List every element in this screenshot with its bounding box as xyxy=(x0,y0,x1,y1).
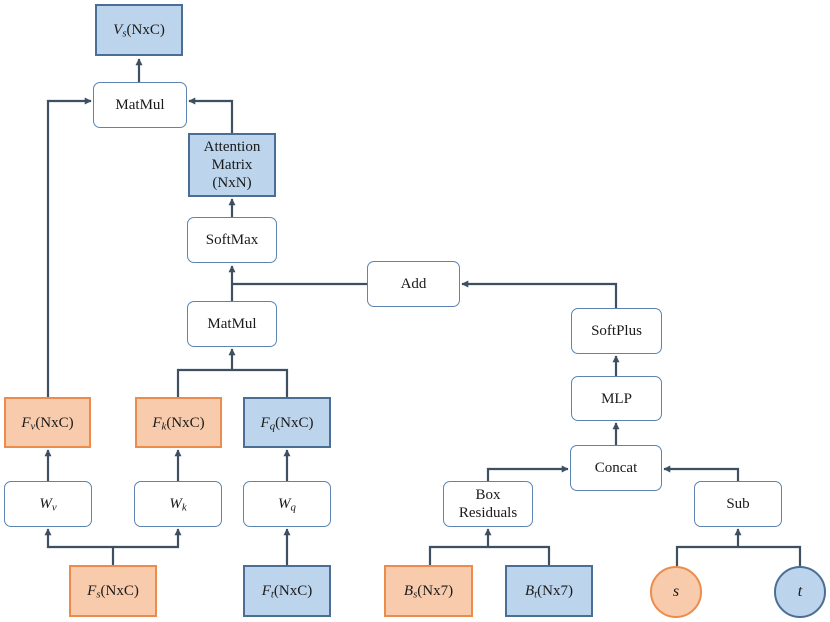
edge-fk-fq-to-matmul xyxy=(176,368,289,397)
vs-output-node: Vs(NxC) xyxy=(95,4,183,56)
matmul-mid-node: MatMul xyxy=(187,301,277,347)
vs-symbol: V xyxy=(113,22,123,38)
wq-subscript: q xyxy=(290,501,296,514)
box-residuals-label: Box Residuals xyxy=(458,487,518,521)
sub-node: Sub xyxy=(694,481,782,527)
wk-node: Wk xyxy=(134,481,222,527)
ft-shape: (NxC) xyxy=(273,583,313,599)
edge-attention-to-matmul xyxy=(188,97,234,133)
bs-symbol: B xyxy=(403,583,414,599)
concat-label: Concat xyxy=(594,460,638,476)
softplus-label: SoftPlus xyxy=(591,323,642,339)
fs-symbol: F xyxy=(87,583,97,599)
bt-input-node: Bt(Nx7) xyxy=(505,565,593,617)
wq-node: Wq xyxy=(243,481,331,527)
wk-subscript: k xyxy=(181,501,187,514)
fs-input-node: Fs(NxC) xyxy=(69,565,157,617)
box-residuals-node: Box Residuals xyxy=(443,481,533,527)
attention-matrix-node: Attention Matrix (NxN) xyxy=(188,133,276,197)
matmul-top-node: MatMul xyxy=(93,82,187,128)
wq-symbol: W xyxy=(278,496,291,512)
bs-shape: (Nx7) xyxy=(417,583,454,599)
s-label: s xyxy=(672,583,680,601)
bt-shape: (Nx7) xyxy=(537,583,573,599)
matmul-top-label: MatMul xyxy=(115,97,165,113)
fk-subscript: k xyxy=(161,420,167,433)
t-input-circle: t xyxy=(774,566,826,618)
vs-shape: (NxC) xyxy=(126,22,165,38)
edge-s-t-join xyxy=(675,545,802,566)
fv-node: Fv(NxC) xyxy=(4,397,91,448)
fq-shape: (NxC) xyxy=(275,414,314,431)
s-input-circle: s xyxy=(650,566,702,618)
fv-shape: (NxC) xyxy=(35,414,74,431)
matmul-mid-label: MatMul xyxy=(207,316,257,332)
ft-subscript: t xyxy=(270,588,274,601)
ft-input-node: Ft(NxC) xyxy=(243,565,331,617)
add-label: Add xyxy=(400,276,427,292)
fq-symbol: F xyxy=(260,414,270,431)
edge-fs-split xyxy=(44,528,115,565)
edge-fv-to-matmul xyxy=(46,97,92,397)
fk-shape: (NxC) xyxy=(166,414,205,431)
bt-symbol: B xyxy=(525,583,535,599)
fv-symbol: F xyxy=(21,414,31,431)
mlp-label: MLP xyxy=(601,390,632,407)
wv-node: Wv xyxy=(4,481,92,527)
bt-subscript: t xyxy=(534,588,538,601)
fq-node: Fq(NxC) xyxy=(243,397,331,448)
wk-symbol: W xyxy=(169,496,182,512)
softmax-node: SoftMax xyxy=(187,217,277,263)
softplus-node: SoftPlus xyxy=(571,308,662,354)
fs-subscript: s xyxy=(96,588,101,601)
bs-input-node: Bs(Nx7) xyxy=(384,565,473,617)
mlp-node: MLP xyxy=(571,376,662,421)
wv-symbol: W xyxy=(39,496,52,512)
vs-subscript: s xyxy=(122,27,127,40)
bs-subscript: s xyxy=(413,588,418,601)
fs-shape: (NxC) xyxy=(100,583,139,599)
edge-bs-bt-join xyxy=(428,545,551,565)
attention-matrix-label: Attention Matrix (NxN) xyxy=(203,139,261,191)
edge-sub-to-concat xyxy=(663,465,740,481)
fk-symbol: F xyxy=(152,414,162,431)
fv-subscript: v xyxy=(30,420,36,433)
fq-subscript: q xyxy=(269,420,276,433)
sub-label: Sub xyxy=(726,496,750,512)
edge-softplus-to-add xyxy=(461,280,618,308)
wv-subscript: v xyxy=(51,501,57,514)
edge-fs-to-wk xyxy=(113,528,182,549)
softmax-label: SoftMax xyxy=(205,232,259,248)
fk-node: Fk(NxC) xyxy=(135,397,222,448)
concat-node: Concat xyxy=(570,445,662,491)
edge-box-to-concat xyxy=(486,465,569,481)
ft-symbol: F xyxy=(261,583,271,599)
t-label: t xyxy=(797,583,803,601)
add-node: Add xyxy=(367,261,460,307)
